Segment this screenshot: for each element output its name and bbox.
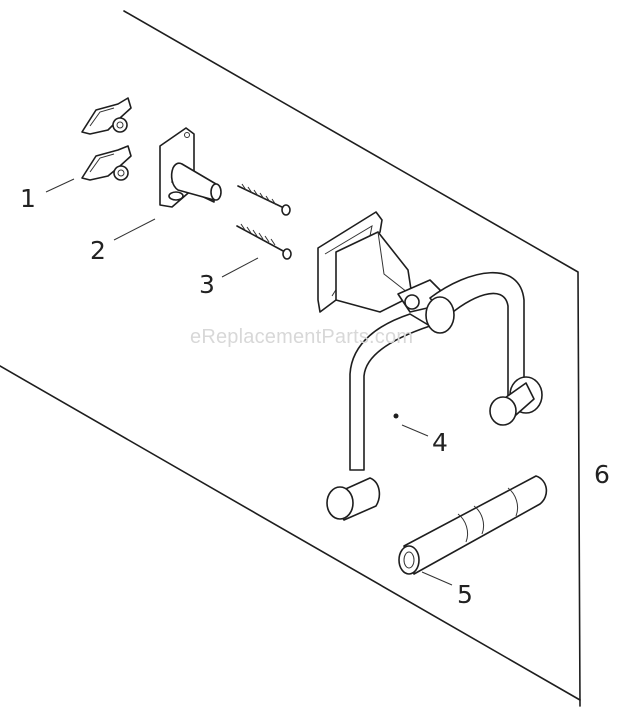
mounting-clip-icon bbox=[81, 97, 132, 181]
callout-6: 6 bbox=[594, 460, 610, 489]
paper-holder-arm-icon bbox=[317, 211, 543, 521]
callout-5: 5 bbox=[457, 580, 473, 609]
callout-3: 3 bbox=[199, 270, 215, 299]
roller-spindle-icon bbox=[398, 475, 548, 575]
wall-panel-icon bbox=[0, 10, 581, 707]
screw-icon bbox=[236, 183, 292, 260]
callout-4: 4 bbox=[432, 428, 448, 457]
callout-1: 1 bbox=[20, 184, 36, 213]
watermark-text: eReplacementParts.com bbox=[190, 326, 414, 348]
callout-2: 2 bbox=[90, 236, 106, 265]
leader-lines bbox=[45, 178, 453, 586]
mounting-bracket-icon bbox=[159, 127, 222, 208]
